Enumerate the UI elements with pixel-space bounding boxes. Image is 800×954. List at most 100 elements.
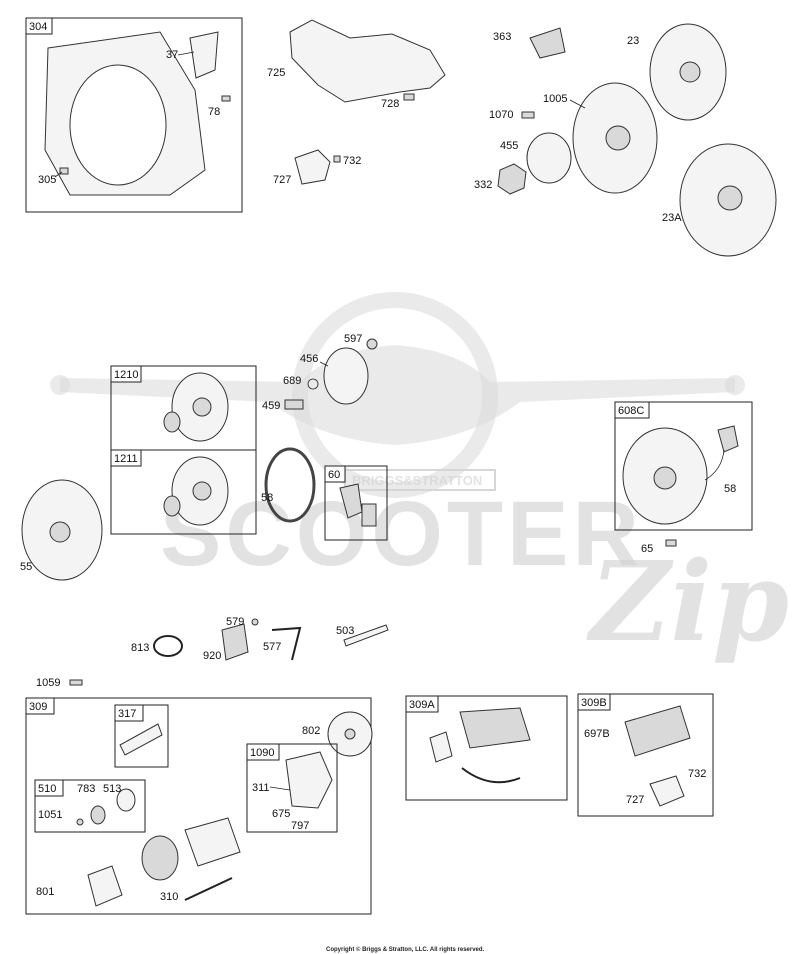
motor-housing-icon — [184, 817, 241, 867]
group-309B[interactable]: 309B 697B 732 727 — [577, 693, 714, 817]
spring-783-icon — [90, 805, 106, 825]
callout-311[interactable]: 311 — [252, 782, 270, 794]
nut-579-icon — [251, 618, 259, 626]
group-1211[interactable]: 1211 — [110, 449, 257, 535]
callout-23[interactable]: 23 — [627, 35, 639, 47]
callout-332[interactable]: 332 — [474, 179, 492, 191]
callout-23A[interactable]: 23A — [662, 212, 682, 224]
bolt-597-icon — [366, 338, 378, 350]
washer-1210-icon — [163, 411, 181, 433]
callout-802[interactable]: 802 — [302, 725, 320, 737]
solenoid-920-icon — [221, 623, 249, 661]
callout-813[interactable]: 813 — [131, 642, 149, 654]
callout-1059[interactable]: 1059 — [36, 677, 60, 689]
callout-455[interactable]: 455 — [500, 140, 518, 152]
cup-455[interactable] — [526, 132, 572, 184]
callout-305[interactable]: 305 — [38, 174, 56, 186]
starter-motor-309B-icon — [624, 705, 691, 757]
callout-577[interactable]: 577 — [263, 641, 281, 653]
callout-456[interactable]: 456 — [300, 353, 318, 365]
flywheel-23-hub — [679, 61, 701, 83]
screw-728-icon — [403, 93, 415, 101]
drive-513-icon — [116, 788, 136, 812]
callout-783[interactable]: 783 — [77, 783, 95, 795]
callout-732-bottom[interactable]: 732 — [688, 768, 706, 780]
group-309[interactable]: 309 317 802 510 783 513 1051 1090 311 67… — [25, 697, 373, 915]
small-parts-row[interactable]: 813 920 579 577 503 1059 — [36, 616, 389, 689]
group-1210[interactable]: 1210 — [110, 365, 257, 451]
callout-58-belt[interactable]: 58 — [261, 492, 273, 504]
callout-725[interactable]: 725 — [267, 67, 285, 79]
cover-317-icon — [119, 723, 163, 756]
screw-65[interactable]: 65 — [641, 539, 677, 555]
callout-513[interactable]: 513 — [103, 783, 121, 795]
callout-363[interactable]: 363 — [493, 31, 511, 43]
watermark-scooter-icon — [60, 345, 735, 445]
group-label-309B: 309B — [581, 697, 607, 709]
callout-797[interactable]: 797 — [291, 820, 309, 832]
group-309A[interactable]: 309A — [405, 695, 568, 801]
screw-305-icon — [59, 167, 69, 175]
callout-37[interactable]: 37 — [166, 49, 178, 61]
callout-78[interactable]: 78 — [208, 106, 220, 118]
callout-727-top[interactable]: 727 — [273, 174, 291, 186]
bracket-363-icon — [529, 27, 566, 59]
belt-58[interactable]: 58 — [261, 447, 316, 523]
starter-55-hub — [49, 521, 71, 543]
group-label-1211: 1211 — [114, 453, 138, 465]
callout-310[interactable]: 310 — [160, 891, 178, 903]
callout-58-starter[interactable]: 58 — [724, 483, 736, 495]
callout-579[interactable]: 579 — [226, 616, 244, 628]
clip-1051-icon — [76, 818, 84, 826]
watermark-script: Zip — [586, 537, 789, 666]
callout-732-top[interactable]: 732 — [343, 155, 361, 167]
pulley-1210-hub — [192, 397, 212, 417]
group-label-317: 317 — [118, 708, 136, 720]
watermark-banner: BRIGGS&STRATTON — [352, 473, 482, 488]
starter-motor-309A-icon — [459, 707, 531, 749]
group-510[interactable] — [34, 779, 146, 833]
clip-689-icon — [307, 378, 319, 390]
callout-597[interactable]: 597 — [344, 333, 362, 345]
starter-55[interactable]: 55 — [20, 479, 103, 581]
callout-1005[interactable]: 1005 — [543, 93, 567, 105]
shroud-assembly[interactable]: 725 728 727 732 — [267, 19, 446, 186]
group-label-309A: 309A — [409, 699, 435, 711]
callout-1070[interactable]: 1070 — [489, 109, 513, 121]
cover-727-bottom-icon — [649, 775, 685, 807]
pulley-456[interactable] — [323, 347, 369, 405]
group-608C[interactable]: 608C 58 — [614, 401, 753, 531]
screw-1070-icon — [521, 111, 535, 119]
baffle-part[interactable] — [189, 31, 219, 79]
strap-503-icon — [343, 624, 389, 647]
insert-60-icon — [361, 503, 377, 527]
callout-1051[interactable]: 1051 — [38, 809, 62, 821]
flywheel-assembly[interactable]: 363 23 1005 1070 455 332 23A — [474, 23, 777, 257]
screw-732-icon — [333, 155, 341, 163]
group-label-1090: 1090 — [250, 747, 274, 759]
group-60[interactable]: 60 — [324, 465, 388, 541]
callout-503[interactable]: 503 — [336, 625, 354, 637]
clamp-813-icon — [153, 635, 183, 657]
callout-728[interactable]: 728 — [381, 98, 399, 110]
callout-65[interactable]: 65 — [641, 543, 653, 555]
callout-55[interactable]: 55 — [20, 561, 32, 573]
callout-801[interactable]: 801 — [36, 886, 54, 898]
callout-920[interactable]: 920 — [203, 650, 221, 662]
shroud-part[interactable] — [289, 19, 446, 103]
starter-small-parts[interactable]: 597 456 689 459 — [262, 333, 378, 412]
pawl-459-icon — [284, 399, 304, 410]
callout-675[interactable]: 675 — [272, 808, 290, 820]
fan-1005-hub — [605, 125, 631, 151]
washer-1211-icon — [163, 495, 181, 517]
group-label-1210: 1210 — [114, 369, 138, 381]
group-1090[interactable] — [246, 743, 338, 833]
callout-697B[interactable]: 697B — [584, 728, 610, 740]
watermark-left-knob-icon — [50, 375, 70, 395]
nut-332-icon — [497, 163, 527, 195]
group-304[interactable]: 304 37 78 305 — [25, 17, 243, 213]
callout-727-bottom[interactable]: 727 — [626, 794, 644, 806]
callout-459[interactable]: 459 — [262, 400, 280, 412]
callout-689[interactable]: 689 — [283, 375, 301, 387]
group-label-608C: 608C — [618, 405, 644, 417]
